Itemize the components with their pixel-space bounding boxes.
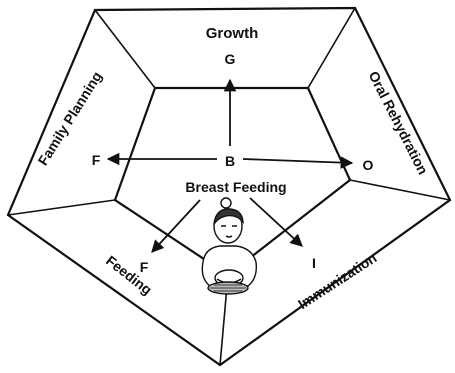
growth-label: Growth [206, 25, 259, 42]
immunization-code: I [312, 255, 316, 271]
corner-line [350, 180, 450, 200]
oral-rehydration-label: Oral Rehydration [366, 68, 432, 176]
center-label: Breast Feeding [185, 179, 286, 195]
growth-code: G [225, 51, 236, 67]
center-code: B [225, 153, 235, 169]
immunization-label: Immunization [295, 250, 379, 313]
feeding-code: F [140, 259, 149, 275]
corner-line [308, 8, 355, 88]
corner-line [95, 10, 155, 88]
mother-and-child-icon [202, 198, 256, 294]
oral-rehydration-code: O [363, 157, 374, 173]
family-planning-code: F [92, 152, 101, 168]
arrow-to-feeding [152, 200, 200, 252]
corner-line [8, 200, 115, 215]
arrow-to-oral-rehydration [243, 159, 352, 163]
